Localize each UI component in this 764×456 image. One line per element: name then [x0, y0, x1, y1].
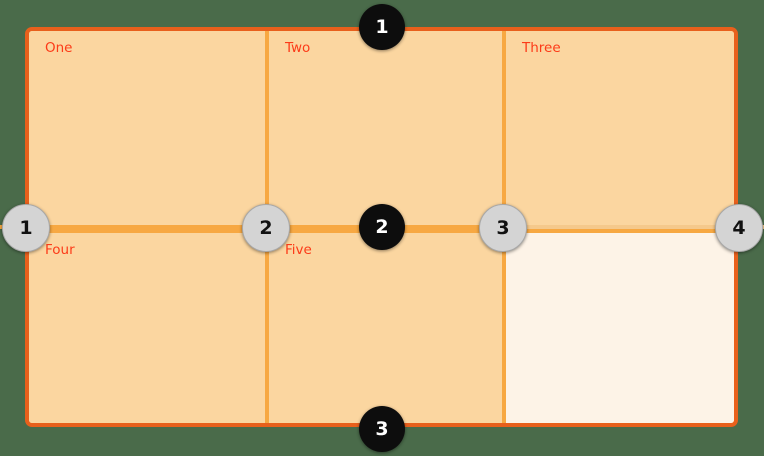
row-marker-2-label: 2 [375, 215, 389, 238]
grid-cell-label-four: Four [45, 242, 75, 258]
column-marker-3[interactable]: 3 [479, 204, 527, 252]
grid-cell-one[interactable]: One [29, 31, 265, 229]
grid-cell-empty[interactable] [506, 233, 734, 423]
column-marker-2-label: 2 [259, 216, 273, 239]
grid-cell-label-two: Two [285, 40, 311, 56]
row-marker-3-label: 3 [375, 417, 389, 440]
row-marker-2[interactable]: 2 [359, 204, 405, 250]
row-marker-1[interactable]: 1 [359, 4, 405, 50]
column-marker-2[interactable]: 2 [242, 204, 290, 252]
row-marker-1-label: 1 [375, 15, 389, 38]
row-marker-3[interactable]: 3 [359, 406, 405, 452]
grid-cell-three[interactable]: Three [506, 31, 734, 229]
grid-cell-four[interactable]: Four [29, 233, 265, 423]
grid-frame: One Two Three Four Five [25, 27, 738, 427]
grid-cell-label-three: Three [522, 40, 561, 56]
grid-cell-label-five: Five [285, 242, 312, 258]
column-marker-3-label: 3 [496, 216, 510, 239]
column-marker-1-label: 1 [19, 216, 33, 239]
column-marker-1[interactable]: 1 [2, 204, 50, 252]
grid-cell-label-one: One [45, 40, 73, 56]
column-marker-4-label: 4 [732, 216, 746, 239]
column-marker-4[interactable]: 4 [715, 204, 763, 252]
grid-cell-five[interactable]: Five [269, 233, 502, 423]
grid-cell-two[interactable]: Two [269, 31, 502, 229]
row-guide-line-pale-segment [502, 225, 764, 229]
